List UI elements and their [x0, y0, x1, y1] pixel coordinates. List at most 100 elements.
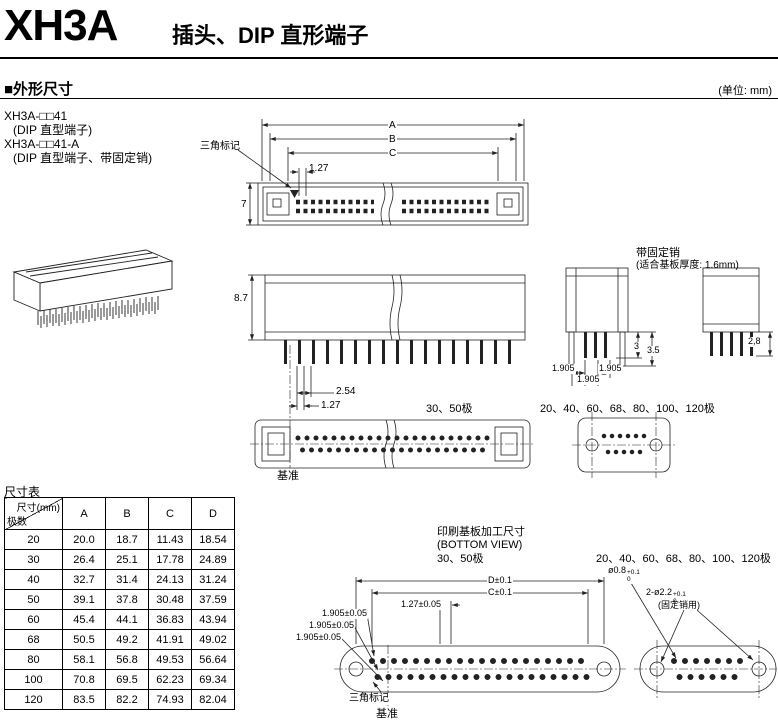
cell-a: 39.1: [62, 589, 106, 610]
hole-dia-value: ø0.8: [608, 565, 627, 575]
part-number-1-desc: (DIP 直型端子): [13, 123, 93, 137]
corner-label-dim: 尺寸(mm): [16, 503, 60, 514]
cell-a: 20.0: [62, 529, 106, 550]
fp-dim-1905-2: 1.905: [576, 374, 601, 385]
fixed-pin-side-view: [616, 267, 773, 367]
cell-poles: 20: [4, 529, 63, 550]
cell-c: 24.13: [148, 569, 192, 590]
table-corner-cell: 尺寸(mm) 极数: [4, 497, 63, 530]
bottom-view-others: [572, 412, 676, 478]
cell-c: 74.93: [148, 689, 192, 710]
fixed-pin-title: 带固定销: [636, 247, 680, 259]
pcb-dim-127-label: 1.27±0.05: [400, 599, 442, 610]
cell-b: 56.8: [105, 649, 149, 670]
cell-d: 18.54: [191, 529, 235, 550]
front-view-drawing: [237, 119, 529, 226]
cell-d: 24.89: [191, 549, 235, 570]
unit-label: (单位: mm): [718, 85, 772, 97]
cell-a: 83.5: [62, 689, 106, 710]
dim-254-label: 2.54: [336, 386, 356, 397]
cell-a: 70.8: [62, 669, 106, 690]
col-header-c: C: [148, 497, 192, 530]
title-rule: [0, 57, 778, 59]
dim-127-bottom-label: 1.27: [321, 400, 341, 411]
cell-a: 45.4: [62, 609, 106, 630]
dim-87-label: 8.7: [233, 293, 249, 304]
pcb-pattern-3050: [334, 645, 626, 706]
col-header-d: D: [191, 497, 235, 530]
dim-c-label: C: [388, 148, 398, 159]
cell-c: 36.83: [148, 609, 192, 630]
cell-c: 17.78: [148, 549, 192, 570]
cell-a: 32.7: [62, 569, 106, 590]
fp-dim-3: 3: [633, 341, 641, 352]
cell-b: 18.7: [105, 529, 149, 550]
pcb-title: 印刷基板加工尺寸: [437, 526, 525, 538]
cell-poles: 40: [4, 569, 63, 590]
cell-b: 82.2: [105, 689, 149, 710]
part-number-2: XH3A-□□41-A: [4, 137, 80, 151]
fixed-pin-subtitle: (适合基板厚度: 1.6mm): [636, 260, 739, 271]
datum-top-label: 基准: [276, 470, 300, 483]
section-rule: [0, 98, 778, 99]
cell-d: 43.94: [191, 609, 235, 630]
pcb-dim-1905-2: 1.905±0.05: [308, 620, 355, 631]
cell-b: 37.8: [105, 589, 149, 610]
pcb-others-label: 20、40、60、68、80、100、120极: [596, 553, 771, 565]
part-number-2-desc: (DIP 直型端子、带固定销): [13, 151, 153, 165]
pcb-pattern-others: [634, 640, 777, 698]
cell-b: 44.1: [105, 609, 149, 630]
cell-c: 41.91: [148, 629, 192, 650]
cell-a: 26.4: [62, 549, 106, 570]
cell-c: 30.48: [148, 589, 192, 610]
cell-a: 50.5: [62, 629, 106, 650]
isometric-view: [12, 249, 174, 328]
cell-d: 31.24: [191, 569, 235, 590]
triangle-mark-label: 三角标记: [200, 141, 240, 152]
cell-poles: 68: [4, 629, 63, 650]
cell-d: 37.59: [191, 589, 235, 610]
cell-d: 49.02: [191, 629, 235, 650]
pcb-dim-c-label: C±0.1: [487, 587, 513, 598]
bottom-view-3050-label: 30、50极: [426, 403, 473, 415]
triangle-mark: [290, 190, 299, 198]
pcb-datum-label: 基准: [375, 708, 399, 721]
cell-poles: 100: [4, 669, 63, 690]
dim-127-top-label: 1.27: [309, 163, 329, 174]
dim-7-label: 7: [240, 199, 248, 210]
cell-c: 11.43: [148, 529, 192, 550]
cell-b: 49.2: [105, 629, 149, 650]
cell-poles: 80: [4, 649, 63, 670]
fp-dim-1905-3: 1.905: [598, 363, 623, 374]
fp-dim-1905-1: 1.905: [551, 363, 576, 374]
cell-poles: 120: [4, 689, 63, 710]
fp-dim-35: 3.5: [646, 345, 661, 356]
pcb-fix-note: (固定销用): [658, 600, 700, 610]
side-view-drawing: [248, 274, 526, 364]
section-title: ■外形尺寸: [4, 81, 74, 98]
cell-b: 25.1: [105, 549, 149, 570]
pcb-dim-d-label: D±0.1: [487, 575, 513, 586]
pcb-triangle-label: 三角标记: [348, 693, 390, 704]
cell-d: 69.34: [191, 669, 235, 690]
page-title-model: XH3A: [4, 1, 118, 50]
fp-dim-28: 2,8: [747, 336, 762, 347]
cell-a: 58.1: [62, 649, 106, 670]
table-header-row: 尺寸(mm) 极数 A B C D: [4, 497, 235, 530]
cell-poles: 60: [4, 609, 63, 630]
pin-pitch-dimensions: [289, 366, 334, 410]
